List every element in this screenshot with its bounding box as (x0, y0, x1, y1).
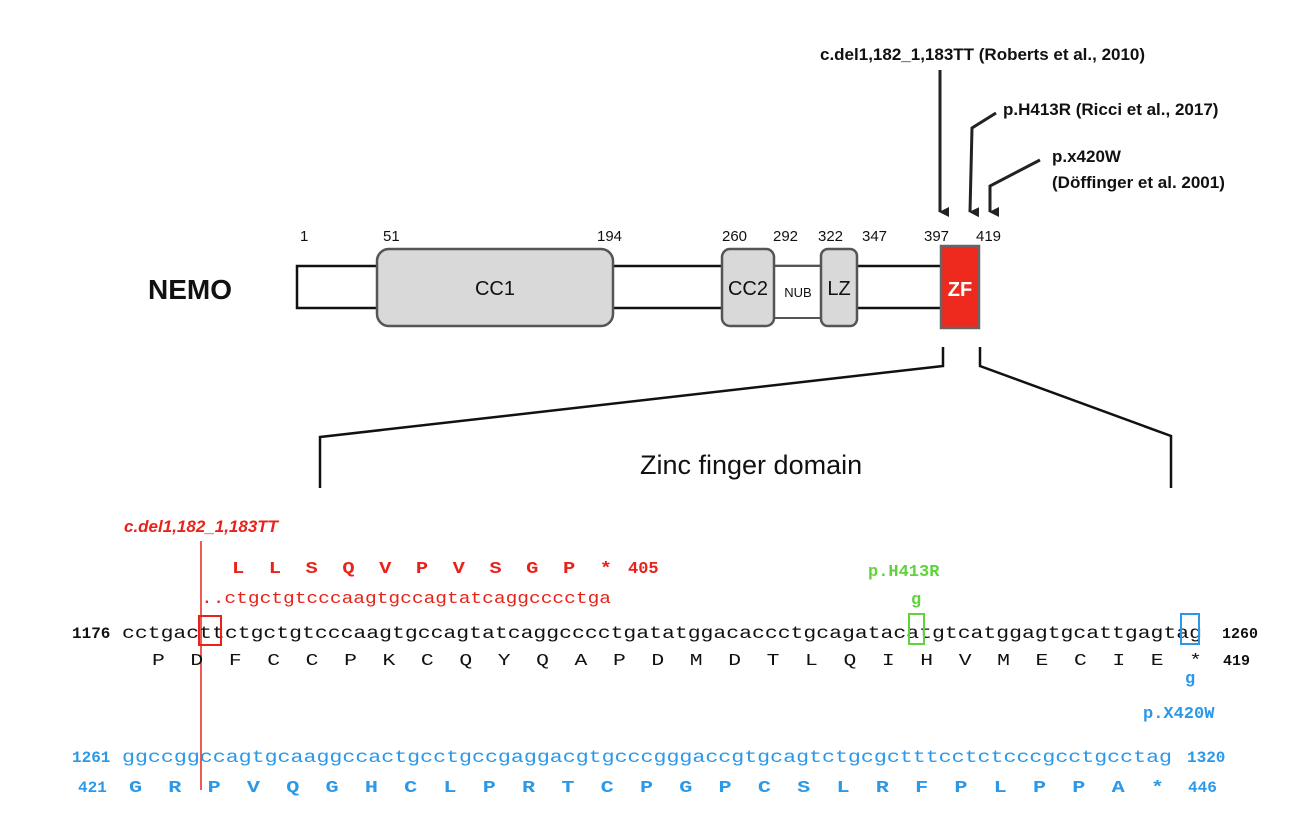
ext-aa: G R P V Q G H C L P R T C P G P C S L R … (129, 779, 1164, 798)
domain-cc1-label: CC1 (475, 278, 515, 300)
ext-aa-end: 446 (1188, 779, 1217, 797)
wt-sequence: cctgacttctgctgtcccaagtgccagtatcaggcccctg… (122, 625, 1202, 644)
wt-start: 1176 (72, 625, 110, 643)
position-51: 51 (383, 228, 400, 245)
domain-lz: LZ (819, 247, 859, 328)
mutation-label-doffinger-2: (Döffinger et al. 2001) (1052, 173, 1225, 192)
x420w-box (1180, 613, 1200, 645)
deletion-box (198, 615, 222, 646)
position-347: 347 (862, 228, 887, 245)
position-1: 1 (300, 228, 308, 245)
arrow-doffinger (988, 158, 1041, 217)
zoom-line-right (978, 347, 1173, 488)
domain-cc2: CC2 (720, 247, 776, 328)
frameshift-end: 405 (628, 560, 659, 579)
mutation-label-ricci: p.H413R (Ricci et al., 2017) (1003, 100, 1218, 119)
deletion-label: c.del1,182_1,183TT (124, 517, 280, 536)
position-419: 419 (976, 228, 1001, 245)
domain-cc2-label: CC2 (728, 278, 768, 300)
position-322: 322 (818, 228, 843, 245)
domain-nub: NUB (773, 265, 823, 319)
domain-zf: ZF (939, 244, 981, 330)
mutation-label-doffinger-1: p.x420W (1052, 147, 1122, 166)
h413r-box (908, 613, 925, 645)
ext-aa-start: 421 (78, 779, 107, 797)
position-194: 194 (597, 228, 622, 245)
x420w-label: p.X420W (1143, 705, 1215, 724)
ext-start: 1261 (72, 749, 110, 767)
mutation-label-roberts: c.del1,182_1,183TT (Roberts et al., 2010… (820, 45, 1145, 64)
position-260: 260 (722, 228, 747, 245)
h413r-sub: g (911, 591, 921, 610)
zinc-finger-title: Zinc finger domain (640, 450, 862, 480)
domain-nub-label: NUB (784, 285, 811, 300)
zoom-line-left (318, 347, 945, 488)
wt-end: 1260 (1222, 626, 1258, 643)
x420w-sub: g (1185, 670, 1195, 689)
protein-name: NEMO (148, 274, 232, 305)
position-292: 292 (773, 228, 798, 245)
domain-zf-label: ZF (948, 279, 972, 301)
h413r-label: p.H413R (868, 563, 940, 582)
wt-aa: P D F C C P K C Q Y Q A P D M D T L Q I … (152, 652, 1202, 671)
frameshift-aa: L L S Q V P V S G P * (232, 560, 612, 579)
frameshift-seq: ..ctgctgtcccaagtgccagtatcaggcccctga (201, 590, 611, 609)
ext-sequence: ggccggccagtgcaaggccactgcctgccgaggacgtgcc… (122, 748, 1172, 768)
position-397: 397 (924, 228, 949, 245)
wt-aa-end: 419 (1223, 653, 1250, 670)
arrow-ricci (968, 111, 997, 218)
domain-cc1: CC1 (375, 247, 615, 328)
ext-end: 1320 (1187, 749, 1225, 767)
domain-lz-label: LZ (827, 278, 850, 300)
